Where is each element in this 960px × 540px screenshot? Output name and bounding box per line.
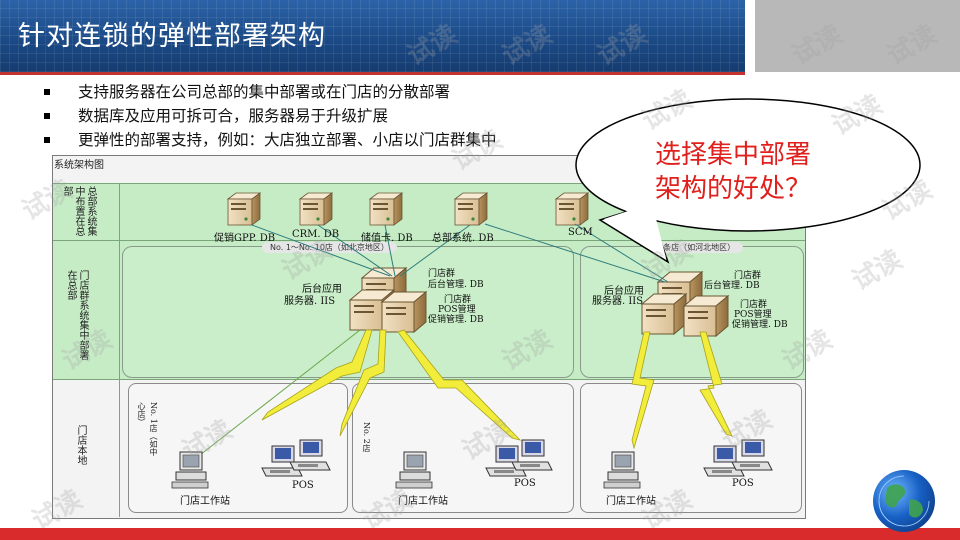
store-group-caption-left: No. 1～No. 10店（如北京地区） — [262, 242, 397, 253]
hq-server-label: CRM. DB — [292, 229, 340, 240]
group-backend-label-right: 门店群 — [734, 271, 762, 281]
store-group-caption-right: 0条店（如河北地区） — [650, 242, 744, 253]
group-pos-label-right: 门店群 — [740, 300, 768, 310]
bullet-square-icon — [44, 113, 50, 119]
diagram-title: 系统架构图 — [54, 160, 104, 171]
bullet-item: 支持服务器在公司总部的集中部署或在门店的分散部署 — [44, 80, 497, 104]
band-label-group: 门店群系统集中部署在总部 — [65, 270, 88, 360]
workstation-icon-store-3 — [603, 451, 641, 489]
app-server-label-left: 后台应用 — [302, 284, 342, 295]
store-box-3 — [580, 383, 802, 513]
group-pos-label-right: POS管理 — [734, 310, 772, 320]
app-server-label-right: 服务器. IIS — [592, 296, 644, 307]
globe-continents — [878, 475, 930, 527]
pos-terminal-icon-store-3b — [731, 439, 773, 471]
server-icon-group-pos-left — [381, 291, 427, 333]
bullet-square-icon — [44, 89, 50, 95]
pos-terminal-icon-store-3 — [703, 445, 745, 477]
bullet-list: 支持服务器在公司总部的集中部署或在门店的分散部署 数据库及应用可拆可合，服务器易… — [44, 80, 497, 152]
pos-label: POS — [732, 478, 754, 489]
bullet-square-icon — [44, 137, 50, 143]
workstation-icon-store-2 — [395, 451, 433, 489]
pos-terminal-icon-store-1 — [261, 445, 303, 477]
pos-terminal-icon-store-2 — [485, 445, 527, 477]
server-icon-app-right — [641, 293, 687, 335]
callout-line: 选择集中部署 — [655, 140, 812, 170]
pos-label: POS — [514, 478, 536, 489]
store-label-1: No. 1店（如中心店） — [137, 402, 158, 456]
title-banner: 针对连锁的弹性部署架构 — [0, 0, 745, 72]
callout-text: 选择集中部署 架构的好处？ — [655, 138, 811, 206]
workstation-icon-store-1 — [171, 451, 209, 489]
bullet-text: 更弹性的部署支持，例如：大店独立部署、小店以门店群集中 — [78, 131, 497, 149]
footer-bar — [0, 528, 960, 540]
group-pos-label-right: 促销管理. DB — [732, 320, 788, 330]
bullet-text: 数据库及应用可拆可合，服务器易于升级扩展 — [78, 107, 389, 125]
group-backend-label-right: 后台管理. DB — [704, 281, 760, 291]
band-divider — [53, 379, 805, 380]
header-underline — [0, 72, 745, 75]
slide-title: 针对连锁的弹性部署架构 — [18, 21, 326, 52]
workstation-label: 门店工作站 — [398, 496, 448, 507]
group-pos-label-left: POS管理 — [438, 305, 476, 315]
server-icon-stored-value — [369, 192, 403, 226]
pos-label: POS — [292, 480, 314, 491]
pos-terminal-icon-store-1b — [289, 439, 331, 471]
band-label-local: 门店本地 — [75, 425, 86, 465]
store-link-line — [199, 329, 361, 456]
band-label-hq: 总部系统集中布置在总部 — [61, 186, 96, 236]
server-icon-scm — [555, 192, 589, 226]
group-backend-label-left: 后台管理. DB — [428, 280, 484, 290]
server-icon-crm — [299, 192, 333, 226]
server-icon-group-pos-right — [683, 295, 729, 337]
group-pos-label-left: 门店群 — [444, 295, 472, 305]
workstation-label: 门店工作站 — [606, 496, 656, 507]
bullet-text: 支持服务器在公司总部的集中部署或在门店的分散部署 — [78, 83, 451, 101]
callout-bubble — [575, 98, 921, 264]
group-backend-label-left: 门店群 — [428, 269, 456, 279]
server-icon-promotion — [227, 192, 261, 226]
bullet-item: 更弹性的部署支持，例如：大店独立部署、小店以门店群集中 — [44, 128, 497, 152]
network-link-icons — [261, 329, 733, 450]
app-server-label-right: 后台应用 — [604, 286, 644, 297]
hq-server-label: 总部系统. DB — [432, 233, 494, 244]
banner-grid-pattern — [0, 0, 745, 72]
server-icon-hq-system — [454, 192, 488, 226]
app-server-label-left: 服务器. IIS — [284, 296, 336, 307]
store-label-2: No. 2店 — [362, 422, 371, 452]
workstation-label: 门店工作站 — [180, 496, 230, 507]
hq-connection-lines — [251, 223, 669, 283]
hq-server-label: 促销GPP. DB — [214, 233, 276, 244]
globe-logo-icon — [873, 470, 935, 532]
hq-server-label: 储值卡. DB — [361, 233, 413, 244]
band-side-column — [53, 183, 120, 517]
callout-line: 架构的好处？ — [655, 174, 812, 204]
header-grey-block — [755, 0, 960, 72]
group-pos-label-left: 促销管理. DB — [428, 315, 484, 325]
hq-server-label: SCM — [568, 227, 593, 238]
bullet-item: 数据库及应用可拆可合，服务器易于升级扩展 — [44, 104, 497, 128]
